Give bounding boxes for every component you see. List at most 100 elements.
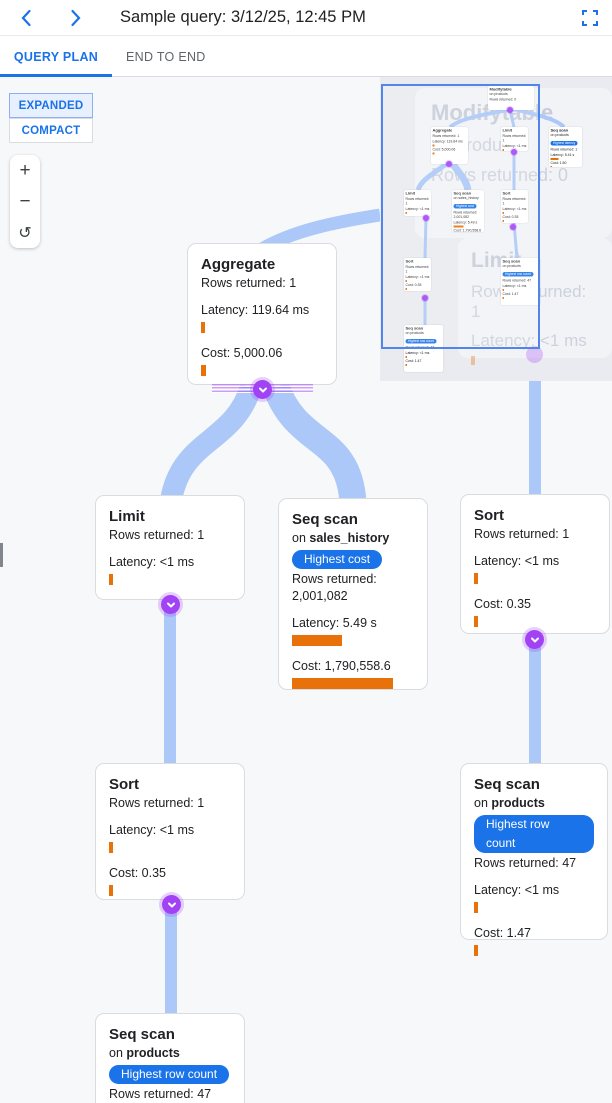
node-title: Seq scan <box>292 511 358 528</box>
latency: Latency: <1 ms <box>474 883 560 897</box>
tab-query-plan[interactable]: QUERY PLAN <box>0 36 112 77</box>
tab-bar: QUERY PLAN END TO END <box>0 36 612 77</box>
node-title: Sort <box>474 507 504 524</box>
table-name: products <box>491 796 545 810</box>
node-seq-scan-sales-history[interactable]: Seq scan on sales_history Highest cost R… <box>278 498 428 690</box>
latency-bar <box>109 574 113 585</box>
collapse-button-aggregate[interactable] <box>253 380 272 399</box>
minimap-collapse-dot <box>507 107 513 113</box>
latency: Latency: 119.64 ms <box>201 303 310 317</box>
latency: Latency: 5.49 s <box>292 616 377 630</box>
minimap-node-stat: Latency: <1 ms <box>405 351 430 356</box>
minimap-node-title: Sort <box>502 191 511 196</box>
minimap-node-bar <box>405 364 407 366</box>
minimap-node-stat: Cost: 0.35 <box>405 283 422 288</box>
latency: Latency: <1 ms <box>109 823 195 837</box>
fullscreen-icon <box>582 10 598 26</box>
minimap-node-table: on products <box>550 133 569 138</box>
minimap-node-bar <box>432 152 435 155</box>
expanded-button[interactable]: EXPANDED <box>9 93 93 118</box>
node-title: Seq scan <box>474 776 540 793</box>
cost: Cost: 5,000.06 <box>201 346 283 360</box>
compact-button[interactable]: COMPACT <box>9 118 93 143</box>
zoom-in-button[interactable]: + <box>19 159 31 181</box>
highest-row-count-badge: Highest row count <box>109 1065 230 1084</box>
rows-returned: Rows returned: 1 <box>109 528 205 542</box>
node-sort-left[interactable]: Sort Rows returned: 1 Latency: <1 ms Cos… <box>95 763 245 900</box>
node-seq-scan-products-bottom[interactable]: Seq scan on products Highest row count R… <box>95 1013 245 1103</box>
minimap-node-bar <box>502 297 504 299</box>
left-scrollbar-thumb[interactable] <box>0 543 3 567</box>
node-limit[interactable]: Limit Rows returned: 1 Latency: <1 ms <box>95 495 245 600</box>
minimap-node-table: on products <box>489 92 508 97</box>
latency-bar <box>109 842 113 853</box>
minimap-node-stat: Latency: <1 ms <box>405 275 430 280</box>
minimap-node-stat: Cost: 1.50 <box>550 161 567 166</box>
node-title: Seq scan <box>109 1026 175 1043</box>
ghost-collapse-button <box>526 346 543 363</box>
latency: Latency: <1 ms <box>474 554 560 568</box>
node-seq-scan-products-right[interactable]: Seq scan on products Highest row count R… <box>460 763 608 956</box>
collapse-button-sort-right[interactable] <box>525 630 544 649</box>
back-button[interactable] <box>14 6 38 30</box>
page-title: Sample query: 3/12/25, 12:45 PM <box>120 8 366 26</box>
minimap-node-stat: Latency: 5.49 s <box>453 221 478 225</box>
minimap-node-stat: Latency: 119.64 ms <box>432 140 463 144</box>
fullscreen-button[interactable] <box>579 7 601 29</box>
table-name: sales_history <box>309 531 390 545</box>
minimap-node-stat: Latency: <1 ms <box>502 144 527 149</box>
minimap-node-stat: Cost: 0.35 <box>502 215 519 220</box>
minimap-node-stat: Rows returned: 1 <box>502 134 527 143</box>
minimap-node-badge: Highest row count <box>502 272 534 277</box>
chevron-down-icon <box>530 637 539 642</box>
minimap-node-badge: Highest row count <box>405 339 437 344</box>
node-table: on products <box>474 796 594 810</box>
cost-bar <box>474 616 478 627</box>
minimap-node-title: Seq scan <box>405 326 424 331</box>
rows-returned: Rows returned: 1 <box>474 527 570 541</box>
node-title: Limit <box>109 508 145 525</box>
minimap-node-title: Seq scan <box>502 259 521 264</box>
minimap-node-stat: Rows returned: 1 <box>405 197 430 206</box>
cost: Cost: 1,790,558.6 <box>292 659 391 673</box>
minimap-node-stat: Latency: <1 ms <box>502 284 527 289</box>
node-aggregate[interactable]: Aggregate Rows returned: 1 Latency: 119.… <box>187 243 337 385</box>
reset-view-button[interactable]: ↺ <box>18 224 32 242</box>
minimap-node-title: Seq scan <box>550 128 569 133</box>
minimap-node-stat: Cost: 1,790,558.6 <box>453 229 482 232</box>
chevron-down-icon <box>166 602 175 607</box>
zoom-controls: + − ↺ <box>10 155 40 248</box>
node-sort-right[interactable]: Sort Rows returned: 1 Latency: <1 ms Cos… <box>460 494 610 634</box>
rows-returned: Rows returned: 47 <box>109 1087 212 1101</box>
table-name: products <box>126 1046 180 1060</box>
minimap-node-bar <box>502 220 504 222</box>
zoom-out-button[interactable]: − <box>19 190 31 212</box>
minimap-collapse-dot <box>422 295 428 301</box>
minimap-node-bar <box>502 212 504 214</box>
minimap-node-table: on sales_history <box>453 196 479 201</box>
minimap-node-bar <box>405 280 407 282</box>
collapse-button-limit[interactable] <box>161 595 180 614</box>
ghost-latency: Latency: <1 ms <box>471 331 587 350</box>
minimap-node-bar <box>405 356 407 358</box>
minimap-node-bar <box>432 144 435 147</box>
rows-returned-value: 2,001,082 <box>292 589 348 603</box>
minimap-node-title: Aggregate <box>432 128 453 133</box>
minimap-overview[interactable]: Modifytable on products Rows returned: 0… <box>380 77 612 381</box>
on-prefix: on <box>292 531 306 545</box>
minimap-node-title: Limit <box>405 191 416 196</box>
rows-returned: Rows returned: 47 <box>474 856 577 870</box>
minimap-viewport[interactable] <box>381 84 540 349</box>
tab-end-to-end[interactable]: END TO END <box>126 49 206 64</box>
minimap-collapse-dot <box>423 215 429 221</box>
minimap-node-bar <box>453 225 464 228</box>
forward-button[interactable] <box>64 6 88 30</box>
collapse-button-sort-left[interactable] <box>162 895 181 914</box>
latency-bar <box>474 902 478 913</box>
node-title: Sort <box>109 776 139 793</box>
